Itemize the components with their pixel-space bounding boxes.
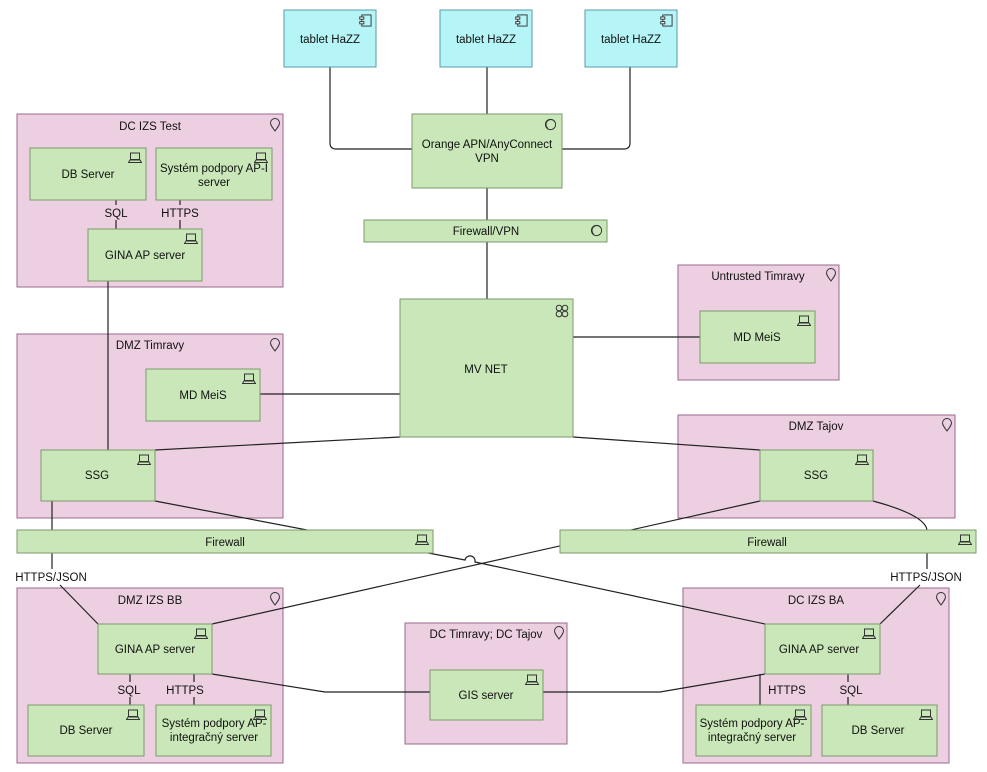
tablet-hazz-2[interactable]: tablet HaZZ [439,9,533,68]
node-test-gina-ap-server[interactable]: GINA AP server [87,228,203,282]
edge-label-https: HTTPS [768,685,806,697]
group-label: DMZ IZS BB [118,595,183,607]
node-bb-gina-ap-server[interactable]: GINA AP server [97,623,213,675]
edge-label-https-json-right: HTTPS/JSON [890,572,962,584]
node-timravy-md-meis[interactable]: MD MeiS [145,368,261,422]
node-label: MD MeiS [733,332,781,344]
group-label: Untrusted Timravy [711,271,805,283]
node-label: GINA AP server [105,250,185,262]
node-label-line1: Orange APN/AnyConnect [422,139,553,151]
group-label: DC IZS Test [119,121,182,133]
node-label: DB Server [61,169,114,181]
node-label: Firewall [747,537,787,549]
tablet-hazz-3[interactable]: tablet HaZZ [584,9,678,68]
node-label-line2: integračný server [708,732,796,744]
tablet-label: tablet HaZZ [300,34,360,46]
node-label-line2: VPN [475,153,499,165]
node-label: Firewall [205,537,245,549]
connection-ssg-tajov-firewall [872,500,928,531]
node-bb-db-server[interactable]: DB Server [27,704,145,757]
node-ba-db-server[interactable]: DB Server [821,704,938,757]
edge-label-https-json-left: HTTPS/JSON [15,572,87,584]
node-firewall-right[interactable]: Firewall [559,529,977,554]
edge-label-https: HTTPS [161,208,199,220]
node-firewall-vpn[interactable]: Firewall/VPN [363,219,608,243]
connection-left-https-json-b [59,584,99,625]
node-label-line1: Systém podpory AP- [162,718,267,730]
edge-label-sql: SQL [104,208,128,220]
node-label-line1: Systém podpory AP-I [160,163,268,175]
connection-right-https-json-b [879,584,921,625]
node-label: Firewall/VPN [453,226,519,238]
edge-labels: SQL HTTPS HTTPS/JSON HTTPS/JSON SQL HTTP… [15,205,962,697]
connection-gis-ba-gina [543,673,766,693]
tablet-label: tablet HaZZ [601,34,661,46]
node-label: SSG [804,470,828,482]
node-test-db-server[interactable]: DB Server [29,147,147,201]
group-label: DMZ Timravy [116,340,185,352]
node-label: GINA AP server [115,644,195,656]
node-mv-net[interactable]: MV NET [399,298,574,438]
edge-label-sql: SQL [117,685,141,697]
edge-label-sql: SQL [839,685,863,697]
node-ba-system[interactable]: Systém podpory AP- integračný server [695,704,812,757]
node-test-system[interactable]: Systém podpory AP-I server [155,147,273,201]
connection-mvnet-ssg-tajov [572,436,761,451]
node-label: SSG [85,470,109,482]
node-ssg-tajov[interactable]: SSG [759,449,874,502]
node-label-line2: server [198,177,230,189]
connection-ssg-tajov-bb-gina [211,500,761,625]
node-label: DB Server [851,725,904,737]
node-label-line2: integračný server [170,732,258,744]
node-label-line1: Systém podpory AP- [700,718,805,730]
group-label: DMZ Tajov [789,421,844,433]
connection-bb-gina-gis [211,673,430,693]
node-ba-gina-ap-server[interactable]: GINA AP server [764,623,881,675]
connection-tablet3-vpn [562,67,631,150]
group-label: DC Timravy; DC Tajov [430,629,543,641]
connection-tablet1-vpn [329,67,412,150]
connections [51,67,928,705]
edge-label-https: HTTPS [166,685,204,697]
group-label: DC IZS BA [788,595,845,607]
node-label: MD MeiS [179,390,227,402]
connection-ssg-timravy-ba-gina [154,500,766,625]
node-label: GINA AP server [779,644,859,656]
node-gis-server[interactable]: GIS server [429,669,544,721]
node-bb-system[interactable]: Systém podpory AP- integračný server [155,704,272,757]
node-ssg-timravy[interactable]: SSG [40,449,156,502]
tablet-label: tablet HaZZ [456,34,516,46]
node-untrusted-md-meis[interactable]: MD MeiS [699,310,816,364]
tablet-hazz-1[interactable]: tablet HaZZ [283,9,377,68]
node-label: GIS server [459,690,514,702]
node-label: MV NET [464,364,507,376]
node-label: DB Server [59,725,112,737]
connection-mvnet-ssg-timravy [154,436,401,451]
node-orange-vpn[interactable]: Orange APN/AnyConnect VPN [411,113,563,189]
node-firewall-left[interactable]: Firewall [16,529,434,554]
